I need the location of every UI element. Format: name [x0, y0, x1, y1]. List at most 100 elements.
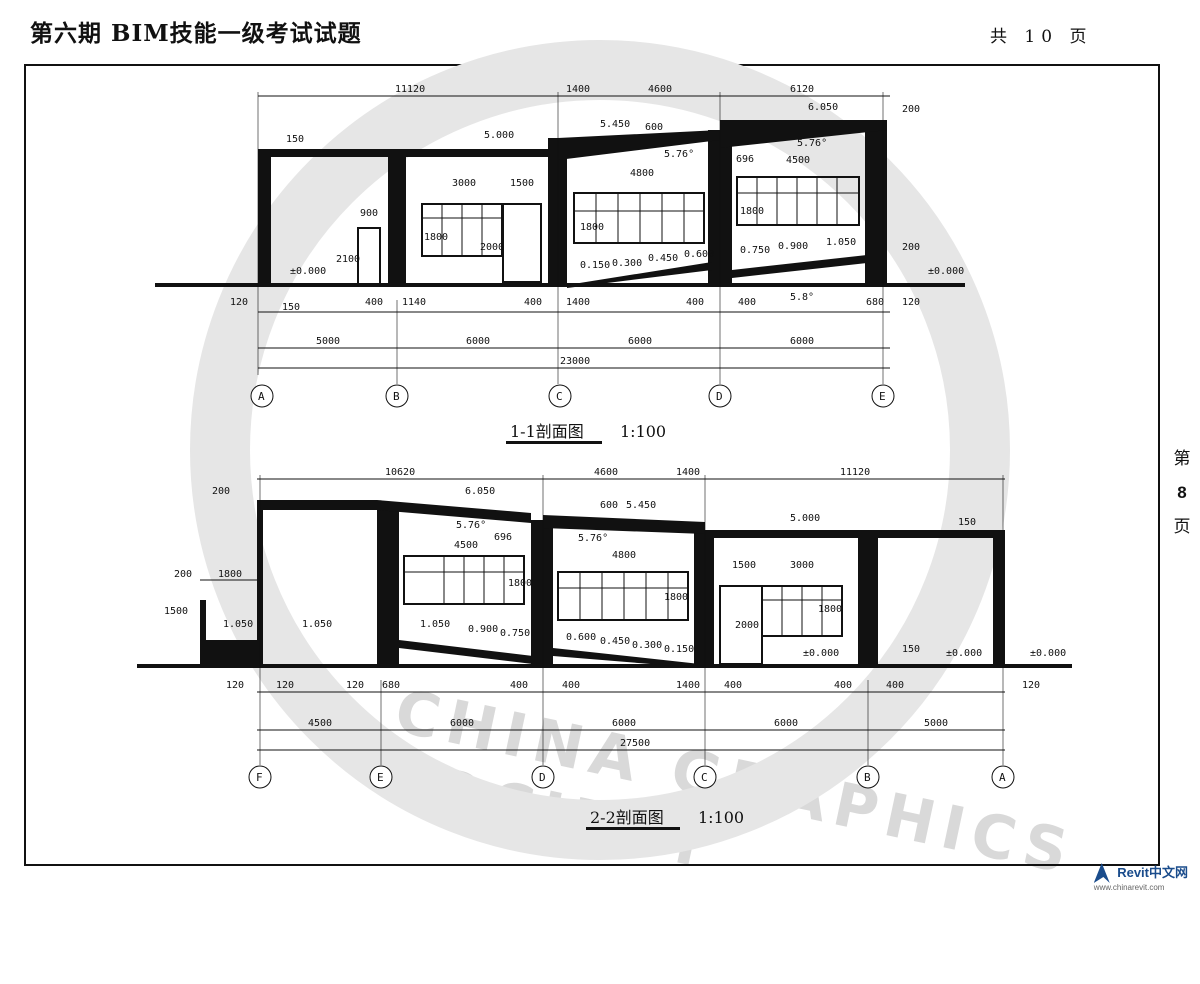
dim-bottom: 120: [346, 680, 364, 691]
dim-top: 11120: [395, 84, 425, 95]
dim: 1500: [732, 560, 756, 571]
section-title: 1-1剖面图: [510, 422, 584, 441]
dim-bottom: 1400: [676, 680, 700, 691]
dim: 200: [902, 242, 920, 253]
dim-grid: 6000: [790, 336, 814, 347]
window-2: [573, 192, 705, 244]
dim: 150: [282, 302, 300, 313]
title-underline: [506, 441, 602, 444]
roof-fe: [257, 500, 531, 523]
dim: 3000: [790, 560, 814, 571]
elev: 0.600: [684, 249, 714, 260]
dim: 696: [494, 532, 512, 543]
dim-top: 6120: [790, 84, 814, 95]
elev: 0.900: [778, 241, 808, 252]
dim-bottom: 400: [510, 680, 528, 691]
axis-label: C: [701, 771, 708, 784]
stair-slope-d: [732, 255, 867, 278]
dim: 1500: [510, 178, 534, 189]
dim: 1500: [164, 606, 188, 617]
elev: 1.050: [302, 619, 332, 630]
page-number: 8: [1177, 483, 1187, 502]
axis-bubble: [708, 384, 732, 408]
slope: 5.76°: [578, 533, 608, 544]
dim: 600: [600, 500, 618, 511]
door-2: [357, 227, 381, 285]
roof-ab: [258, 149, 548, 157]
section-drawings: 11120 1400 4600 6120 5.000 5.450 6.050 ±…: [137, 40, 1072, 860]
page-indicator: 第 8 页: [1168, 442, 1196, 544]
elev: ±0.000: [946, 648, 982, 659]
logo-url: www.chinarevit.com: [1093, 883, 1165, 892]
axis-label: B: [393, 390, 400, 403]
dim: 2100: [336, 254, 360, 265]
dim-top: 1400: [676, 467, 700, 478]
wall-b: [388, 150, 406, 285]
axis-label: B: [864, 771, 871, 784]
dim-grid: 6000: [774, 718, 798, 729]
section-2-2: 10620 4600 1400 11120 6.050 5.450 5.000 …: [137, 467, 1072, 830]
elev: 6.050: [808, 102, 838, 113]
revit-logo-icon: [1093, 863, 1110, 883]
axis-bubble: [250, 384, 274, 408]
axis-bubble: [248, 765, 272, 789]
roof-de: [720, 120, 887, 148]
elev: 5.000: [484, 130, 514, 141]
dim: 900: [360, 208, 378, 219]
dim: 200: [902, 104, 920, 115]
roof-dc: [543, 515, 705, 534]
dim-bottom: 120: [230, 297, 248, 308]
dim-top: 4600: [648, 84, 672, 95]
axis-label: A: [258, 390, 265, 403]
axis-bubble: [991, 765, 1015, 789]
wall-a: [993, 532, 1005, 666]
dim-bottom: 400: [886, 680, 904, 691]
dim-bottom: 400: [724, 680, 742, 691]
dim-top: 1400: [566, 84, 590, 95]
elev: 0.450: [600, 636, 630, 647]
dim: 2000: [480, 242, 504, 253]
roof-ca: [705, 530, 1005, 538]
dim-bottom: 400: [562, 680, 580, 691]
elev: ±0.000: [928, 266, 964, 277]
stair-slope-e: [399, 640, 533, 664]
elev: ±0.000: [803, 648, 839, 659]
elev: 1.050: [420, 619, 450, 630]
dim: 150: [958, 517, 976, 528]
platform: [200, 640, 260, 666]
dim-bottom: 680: [866, 297, 884, 308]
dim: 1800: [664, 592, 688, 603]
axis-label: A: [999, 771, 1006, 784]
page-suffix: 页: [1173, 517, 1191, 537]
dim-grid: 6000: [466, 336, 490, 347]
elev: 1.050: [223, 619, 253, 630]
axis-label: E: [377, 771, 384, 784]
axis-bubble: [369, 765, 393, 789]
wall-a: [258, 150, 271, 285]
wall-e: [377, 508, 399, 666]
dim-grid: 6000: [450, 718, 474, 729]
wall-c: [694, 532, 714, 666]
dim: 1800: [740, 206, 764, 217]
dim-grid: 6000: [628, 336, 652, 347]
elev: 0.300: [612, 258, 642, 269]
dim-total: 27500: [620, 738, 650, 749]
dim-bottom: 120: [1022, 680, 1040, 691]
elev: 0.450: [648, 253, 678, 264]
section-scale: 1:100: [620, 422, 666, 441]
slope: 5.8°: [790, 292, 814, 303]
dim: 4500: [786, 155, 810, 166]
elev: 5.450: [600, 119, 630, 130]
page-title: 第六期 BIM技能一级考试试题: [30, 20, 362, 47]
total-pages: 共 10 页: [990, 27, 1093, 47]
dim-bottom: 680: [382, 680, 400, 691]
section-1-1: 11120 1400 4600 6120 5.000 5.450 6.050 ±…: [155, 84, 965, 444]
dim-top: 11120: [840, 467, 870, 478]
page-prefix: 第: [1173, 449, 1191, 469]
axis-bubble: [871, 384, 895, 408]
dim: 1800: [818, 604, 842, 615]
dim-grid: 4500: [308, 718, 332, 729]
slope: 5.76°: [664, 149, 694, 160]
wall-c: [548, 138, 567, 285]
window-3: [736, 176, 860, 226]
